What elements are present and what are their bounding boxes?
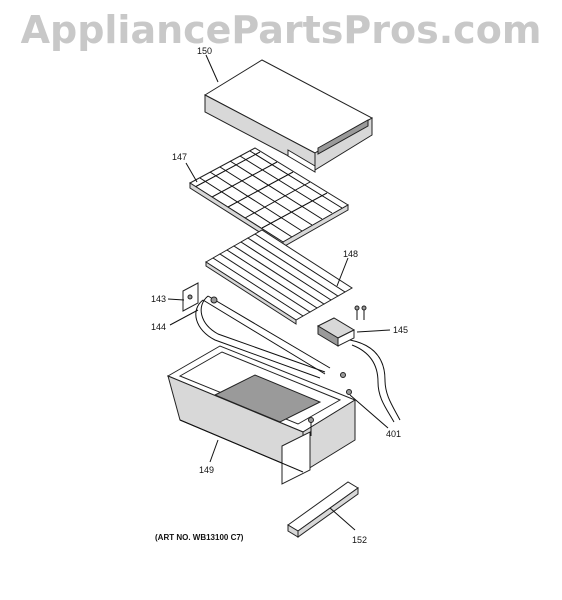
callout-145: 145 xyxy=(393,325,408,335)
callout-147: 147 xyxy=(172,152,187,162)
part-401-screws xyxy=(308,372,352,436)
callout-leaders xyxy=(167,54,391,531)
callout-144: 144 xyxy=(151,322,166,332)
part-143-bracket xyxy=(182,282,199,312)
callout-149: 149 xyxy=(199,465,214,475)
callout-401: 401 xyxy=(386,429,401,439)
part-145-terminal-block xyxy=(316,305,401,423)
callout-152: 152 xyxy=(352,535,367,545)
part-152-trim-strip xyxy=(287,481,359,538)
art-number: (ART NO. WB13100 C7) xyxy=(155,533,244,542)
watermark-text: AppliancePartsPros.com xyxy=(20,8,542,52)
callout-148: 148 xyxy=(343,249,358,259)
part-150-grill-cover xyxy=(203,59,374,173)
part-149-grill-housing xyxy=(166,345,357,485)
part-148-reflector-pans xyxy=(205,229,353,325)
callout-143: 143 xyxy=(151,294,166,304)
part-144-heating-element xyxy=(195,295,331,379)
callout-150: 150 xyxy=(197,46,212,56)
